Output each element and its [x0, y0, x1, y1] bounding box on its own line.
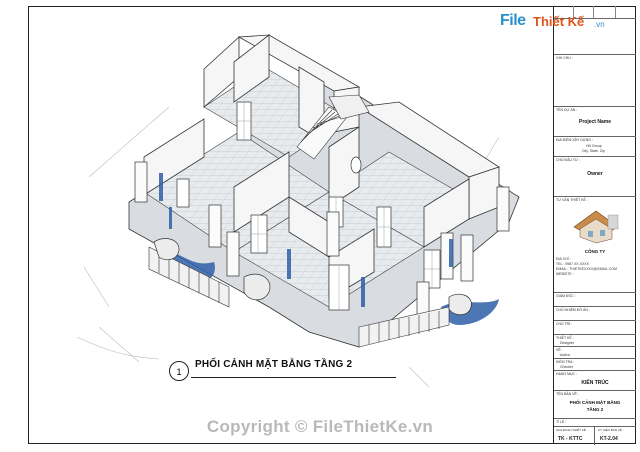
project-label: TÊN DỰ ÁN :: [556, 108, 578, 112]
tb-role-project-lead: CHỦ NHIỆM ĐỒ ÁN :: [554, 306, 636, 320]
address-label: ĐỊA ĐIỂM XÂY DỰNG :: [556, 138, 593, 142]
tb-notes: GHI CHÚ :: [554, 54, 636, 106]
copyright-prefix: Copyright ©: [206, 417, 308, 436]
sheet-name-line-1: PHỐI CẢNH MẶT BẰNG: [569, 400, 621, 405]
tb-logo-zone: [554, 18, 636, 54]
revision-strip: [554, 6, 636, 18]
scale-label: TỈ LỆ :: [556, 420, 567, 424]
copyright-name: FileThietKe.vn: [312, 417, 434, 436]
company-line-1: ĐỊA CHỈ :: [556, 257, 571, 261]
logo-brand-text: Thiết Kế: [533, 14, 585, 29]
sheet-no-value: KT-2.04: [600, 436, 618, 442]
drawing-caption: 1 PHỐI CẢNH MẶT BẰNG TẦNG 2: [141, 359, 441, 383]
tb-scale: TỈ LỆ :: [554, 418, 636, 426]
role-label: KIỂM TRA :: [556, 360, 575, 364]
role-value: Author: [560, 353, 571, 357]
stage-value: TK - KTTC: [558, 436, 583, 442]
tb-category: HẠNG MỤC : KIẾN TRÚC: [554, 370, 636, 390]
notes-label: GHI CHÚ :: [556, 56, 573, 60]
address-line-2: City, State, Zip: [582, 149, 605, 153]
tb-role-drafter: VẼ : Author: [554, 346, 636, 358]
tb-role-checker: KIỂM TRA : Checker: [554, 358, 636, 370]
decorative-brackets: [153, 238, 472, 316]
sheet-no-label: KÝ HIỆU BẢN VẼ :: [598, 428, 624, 432]
company-house-image: [573, 210, 619, 244]
stage-label: GIAI ĐOẠN THIẾT KẾ :: [556, 428, 588, 432]
tb-consultant: TƯ VẤN THIẾT KẾ : CÔNG TY ĐỊA CHỈ : TEL …: [554, 196, 636, 292]
drawing-sheet: 1 PHỐI CẢNH MẶT BẰNG TẦNG 2: [28, 6, 636, 444]
tb-address: ĐỊA ĐIỂM XÂY DỰNG : HN Group City, State…: [554, 136, 636, 156]
owner-name: Owner: [587, 171, 603, 177]
sketch-lines: [76, 106, 500, 388]
category-value: KIẾN TRÚC: [581, 380, 609, 386]
round-window: [350, 156, 362, 174]
role-label: THIẾT KẾ :: [556, 336, 574, 340]
copyright-watermark: Copyright © FileThietKe.vn: [0, 417, 640, 437]
tb-role-director: GIÁM ĐỐC :: [554, 292, 636, 306]
title-block: GHI CHÚ : TÊN DỰ ÁN : Project Name ĐỊA Đ…: [553, 6, 636, 445]
logo-domain-text: .vn: [594, 20, 605, 29]
role-value: Checker: [560, 365, 574, 369]
tb-role-chair: CHỦ TRÌ :: [554, 320, 636, 334]
role-label: VẼ :: [556, 348, 563, 352]
role-label: CHỦ NHIỆM ĐỒ ÁN :: [556, 308, 590, 312]
tb-project: TÊN DỰ ÁN : Project Name: [554, 106, 636, 136]
tb-role-designer: THIẾT KẾ : Designer: [554, 334, 636, 346]
owner-label: CHỦ ĐẦU TƯ :: [556, 158, 580, 162]
staircase: [296, 94, 370, 160]
role-value: Designer: [560, 341, 575, 345]
floor-plan-perspective: [76, 34, 520, 388]
caption-underline: [191, 377, 396, 378]
category-label: HẠNG MỤC :: [556, 372, 577, 376]
tb-sheet-name: TÊN BẢN VẼ : PHỐI CẢNH MẶT BẰNG TẦNG 2: [554, 390, 636, 418]
caption-number: 1: [169, 361, 189, 381]
project-name: Project Name: [579, 119, 611, 125]
site-logo: File Thiết Kế .vn: [500, 12, 610, 40]
balustrade: [148, 246, 450, 348]
company-line-2: TEL : 0987.XX.XXXX: [556, 262, 589, 266]
company-line-4: WEBSITE :: [556, 272, 574, 276]
role-label: CHỦ TRÌ :: [556, 322, 573, 326]
sheet-name-label: TÊN BẢN VẼ :: [556, 392, 579, 396]
logo-file-text: File: [500, 12, 526, 29]
consultant-label: TƯ VẤN THIẾT KẾ :: [556, 198, 588, 202]
company-name: CÔNG TY: [584, 249, 606, 254]
role-label: GIÁM ĐỐC :: [556, 294, 576, 298]
tb-footer: GIAI ĐOẠN THIẾT KẾ : KÝ HIỆU BẢN VẼ : TK…: [554, 426, 636, 445]
address-line-1: HN Group: [586, 144, 602, 148]
sheet-name-line-2: TẦNG 2: [586, 407, 604, 412]
caption-title: PHỐI CẢNH MẶT BẰNG TẦNG 2: [195, 359, 353, 370]
tb-owner: CHỦ ĐẦU TƯ : Owner: [554, 156, 636, 196]
company-line-3: EMAIL : THIETKEXXXX@GMAIL.COM: [556, 267, 617, 271]
